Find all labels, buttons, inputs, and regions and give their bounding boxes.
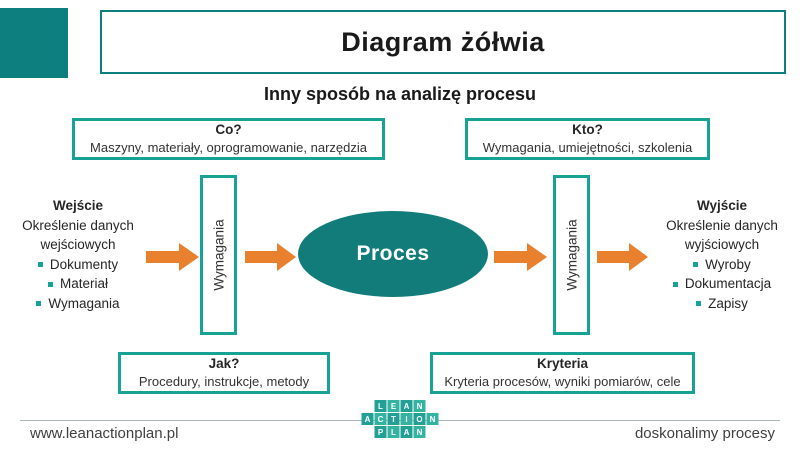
list-item-label: Zapisy [708, 295, 748, 311]
box-jak-heading: Jak? [208, 356, 240, 372]
footer-website-link[interactable]: www.leanactionplan.pl [30, 425, 179, 442]
output-block: Wyjście Określenie danych wyjściowych Wy… [646, 196, 798, 313]
footer-slogan: doskonalimy procesy [634, 425, 775, 442]
list-item: Dokumenty [2, 255, 154, 275]
list-item-label: Wymagania [48, 295, 120, 311]
title-box: Diagram żółwia [100, 10, 786, 74]
list-item: Materiał [2, 274, 154, 294]
list-item: Dokumentacja [646, 274, 798, 294]
bullet-square-icon [36, 301, 42, 307]
list-item: Zapisy [646, 294, 798, 314]
box-co-heading: Co? [215, 122, 242, 138]
process-label: Proces [356, 242, 430, 265]
list-item: Wymagania [2, 294, 154, 314]
list-item: Wyroby [646, 255, 798, 275]
box-kto: Kto? Wymagania, umiejętności, szkolenia [465, 118, 710, 160]
requirements-box-right: Wymagania [553, 175, 590, 335]
box-co: Co? Maszyny, materiały, oprogramowanie, … [72, 118, 385, 160]
arrow-right-icon [494, 243, 548, 271]
bullet-square-icon [693, 261, 699, 267]
box-kto-text: Wymagania, umiejętności, szkolenia [482, 140, 693, 156]
output-description: Określenie danych wyjściowych [666, 217, 778, 253]
page-title: Diagram żółwia [341, 26, 545, 57]
list-item-label: Materiał [59, 276, 108, 292]
bullet-square-icon [37, 261, 43, 267]
process-ellipse: Proces [298, 211, 488, 297]
input-description: Określenie danych wejściowych [22, 217, 134, 253]
footer-divider [20, 420, 780, 421]
subtitle: Inny sposób na analizę procesu [263, 84, 537, 104]
box-kryteria-text: Kryteria procesów, wyniki pomiarów, cele [444, 374, 681, 390]
input-block: Wejście Określenie danych wejściowych Do… [2, 196, 154, 313]
box-jak: Jak? Procedury, instrukcje, metody [118, 352, 330, 394]
input-heading: Wejście [52, 198, 104, 213]
requirements-right-label: Wymagania [564, 219, 579, 291]
corner-accent-square [0, 8, 68, 78]
box-kto-heading: Kto? [572, 122, 603, 138]
arrow-right-icon [597, 243, 649, 271]
arrow-right-icon [245, 243, 297, 271]
box-kryteria: Kryteria Kryteria procesów, wyniki pomia… [430, 352, 695, 394]
requirements-left-label: Wymagania [211, 219, 226, 291]
arrow-right-icon [146, 243, 200, 271]
bullet-square-icon [672, 281, 678, 287]
bullet-square-icon [696, 301, 702, 307]
bullet-square-icon [47, 281, 53, 287]
list-item-label: Dokumenty [49, 256, 119, 272]
list-item-label: Wyroby [705, 256, 751, 272]
requirements-box-left: Wymagania [200, 175, 237, 335]
output-heading: Wyjście [696, 198, 748, 213]
box-jak-text: Procedury, instrukcje, metody [138, 374, 310, 390]
box-co-text: Maszyny, materiały, oprogramowanie, narz… [90, 140, 367, 156]
box-kryteria-heading: Kryteria [536, 356, 589, 372]
list-item-label: Dokumentacja [684, 276, 772, 292]
